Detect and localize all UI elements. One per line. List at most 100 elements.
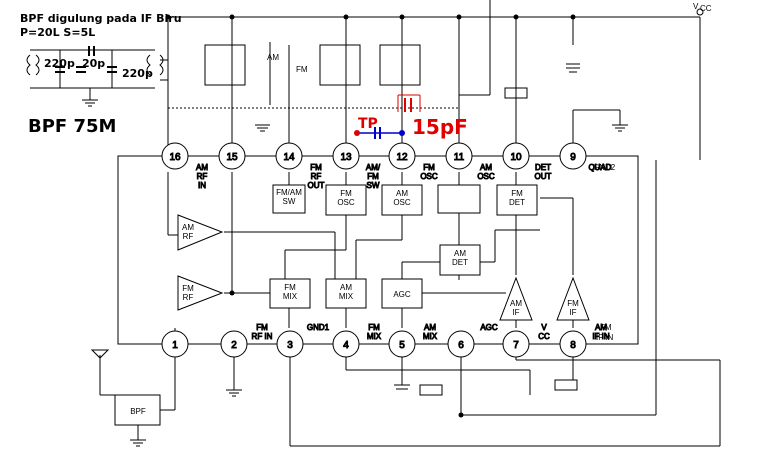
pin-5	[388, 330, 416, 358]
bpf-block-label: BPF	[130, 407, 146, 416]
pin-2-label-1: RF IN	[252, 332, 273, 341]
tp-label: TP	[358, 116, 378, 132]
pin-8-number: 8	[570, 340, 576, 351]
fm-mix-label-1: MIX	[283, 292, 298, 301]
pin-10-number: 10	[510, 152, 522, 163]
pin-6-label-0: AGC	[480, 323, 498, 332]
fm-det-label-0: FM	[511, 189, 523, 198]
pin-1-number: 1	[172, 340, 178, 351]
pin-5-label-1: MIX	[423, 332, 438, 341]
pin-15	[218, 142, 246, 170]
am-osc-label-1: OSC	[393, 198, 411, 207]
pin-16	[161, 142, 189, 170]
pin-8-label-1: IF IN	[592, 332, 610, 341]
pin-6-number: 6	[458, 340, 464, 351]
fm-rf-label-1: RF	[183, 293, 194, 302]
pin-2-label-0: FM	[256, 323, 268, 332]
pin-3-label-0: GND1	[307, 323, 330, 332]
fm-rf-label-0: FM	[182, 284, 194, 293]
pin-8-label-0: AM	[595, 323, 607, 332]
pin-3	[276, 330, 304, 358]
pin-6	[447, 330, 475, 358]
pin-13	[332, 142, 360, 170]
am-osc-block	[381, 184, 423, 216]
cap-3-label: 220p	[122, 67, 153, 80]
pin-16-label-1: RF	[197, 172, 208, 181]
am-osc-label-0: AM	[396, 189, 408, 198]
pin-11-label-1: OSC	[477, 172, 495, 181]
pin-1	[161, 330, 189, 358]
switch-am-label: AM	[267, 53, 279, 62]
pin-16-label-0: AM	[196, 163, 208, 172]
pin-13-label-1: FM	[367, 172, 379, 181]
pin-9-number: 9	[570, 152, 576, 163]
am-mix-label-0: AM	[340, 283, 352, 292]
fm-osc-block	[325, 184, 367, 216]
pin-11-number: 11	[454, 152, 465, 163]
fm-mix-label-0: FM	[284, 283, 296, 292]
agc-label: AGC	[393, 290, 411, 299]
fm-if-label-0: FM	[567, 299, 579, 308]
pin-7-label-0: V	[541, 323, 547, 332]
pin-4-label-1: MIX	[367, 332, 382, 341]
cap-2-label: 20p	[82, 57, 105, 70]
fm-osc-label-0: FM	[340, 189, 352, 198]
pin-4-number: 4	[343, 340, 349, 351]
fm-if-in-label-1: FM	[600, 323, 612, 332]
am-det-block	[439, 244, 481, 276]
pin-7-label-1: CC	[538, 332, 550, 341]
pin-15-number: 15	[226, 152, 238, 163]
pin-12-label-1: OSC	[420, 172, 438, 181]
fm-if-in-label-2: IF IN	[596, 333, 614, 342]
pin-12-label-0: FM	[423, 163, 435, 172]
am-det-label-0: AM	[454, 249, 466, 258]
pin-13-label-0: AM/	[366, 163, 381, 172]
pin-5-number: 5	[399, 340, 405, 351]
gnd2-label: GND2	[593, 163, 616, 172]
fm-osc-label-1: OSC	[337, 198, 355, 207]
fm-det-label-1: DET	[509, 198, 525, 207]
pin-5-label-0: AM	[424, 323, 436, 332]
pin-16-label-2: IN	[198, 181, 206, 190]
pin-7-number: 7	[513, 340, 519, 351]
fm-am-sw-label-0: FM/AM	[276, 188, 302, 197]
fm-am-sw-block	[272, 184, 306, 214]
pin-14-label-2: OUT	[308, 181, 325, 190]
bpf-block	[114, 394, 161, 426]
pin-3-number: 3	[287, 340, 293, 351]
pin-10	[502, 142, 530, 170]
pin-4	[332, 330, 360, 358]
pin-8	[559, 330, 587, 358]
pin-12-number: 12	[396, 152, 408, 163]
fm-if-amp	[556, 276, 590, 321]
am-if-label-1: IF	[512, 308, 519, 317]
am-det-label-1: DET	[452, 258, 468, 267]
pin-2-number: 2	[231, 340, 237, 351]
pin-7	[502, 330, 530, 358]
cap-label: 15pF	[412, 115, 468, 139]
pin-12	[388, 142, 416, 170]
pin-11	[445, 142, 473, 170]
pin-2	[220, 330, 248, 358]
am-if-amp	[499, 276, 533, 321]
am-rf-label-0: AM	[182, 223, 194, 232]
pin-9-label-0: QUAD	[588, 163, 611, 172]
pin-4-label-0: FM	[368, 323, 380, 332]
bpf-note-line1: BPF digulung pada IF Biru	[20, 12, 182, 25]
pin-14	[275, 142, 303, 170]
am-rf-label-1: RF	[183, 232, 194, 241]
vcc-label: V	[693, 2, 699, 11]
agc-block	[381, 278, 423, 309]
am-rf-amp	[177, 214, 224, 251]
detector-switch-block	[437, 184, 481, 214]
am-mix-block	[325, 278, 367, 309]
am-if-label-0: AM	[510, 299, 522, 308]
pin-13-number: 13	[340, 152, 352, 163]
fm-mix-block	[269, 278, 311, 309]
fm-am-sw-label-1: SW	[283, 197, 296, 206]
fm-if-label-1: IF	[569, 308, 576, 317]
fm-det-block	[496, 184, 538, 216]
switch-fm-label: FM	[296, 65, 308, 74]
fm-rf-amp	[177, 275, 224, 311]
